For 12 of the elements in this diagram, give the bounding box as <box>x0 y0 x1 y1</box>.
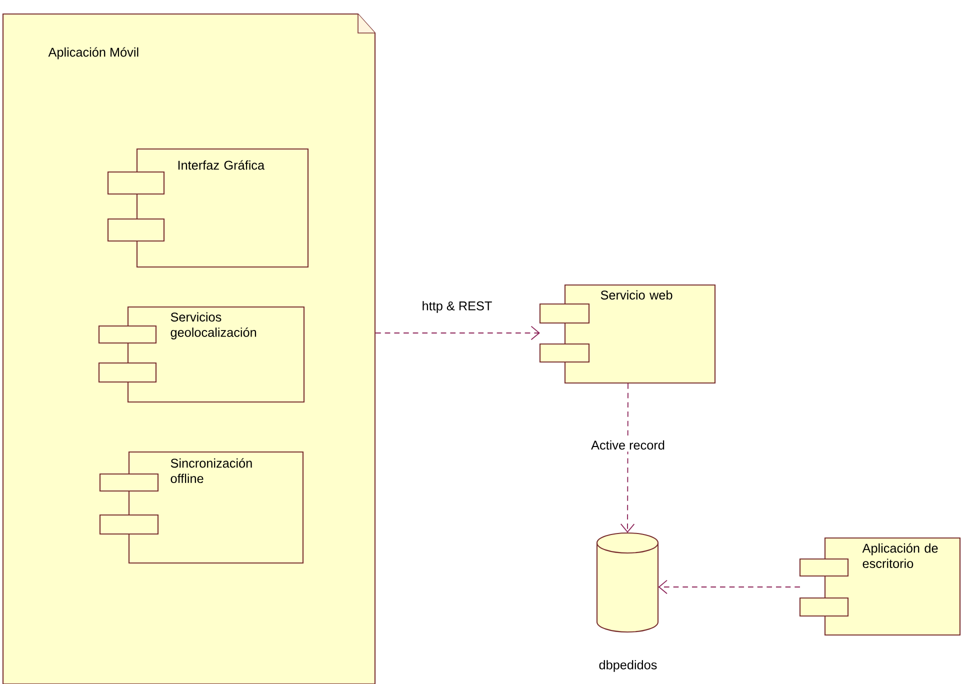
arrow <box>620 383 635 533</box>
component-box: Aplicación de escritorio <box>799 537 961 636</box>
arrow <box>658 580 800 594</box>
component-box: Sincronización offline <box>99 451 304 564</box>
arrow <box>375 326 540 340</box>
edge-label: Active record <box>589 438 667 452</box>
component-box: Servicio web <box>539 284 716 384</box>
component-box: Interfaz Gráfica <box>107 148 309 268</box>
node-label: dbpedidos <box>599 660 657 672</box>
edge-label: http & REST <box>420 299 494 315</box>
component-box: Servicios geolocalización <box>98 306 305 403</box>
database-cylinder: dbpedidos <box>596 532 659 672</box>
